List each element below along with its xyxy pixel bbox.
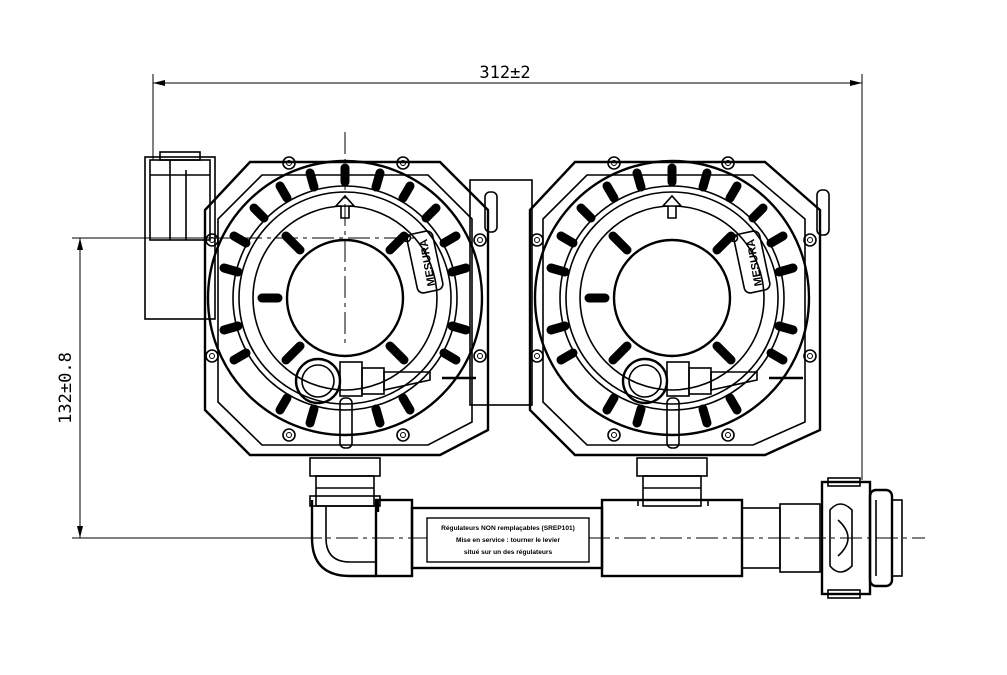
width-dimension: 312±2 [152,63,863,480]
right-regulator: MESURA [528,156,822,507]
plate-line-1: Régulateurs NON remplaçables (SREP101) [441,525,575,532]
height-dimension: 132±0.8 [56,237,310,539]
plate-line-2: Mise en service : tourner le levier [456,537,561,544]
right-brand-badge: MESURA [729,230,771,294]
width-dimension-label: 312±2 [479,63,530,83]
inlet-block [144,151,216,320]
left-brand-badge: MESURA [402,230,444,294]
plate-line-3: situé sur un des régulateurs [464,549,553,556]
left-regulator: MESURA [203,132,490,507]
outlet-coupling [820,477,903,599]
manifold-pipe [309,495,821,578]
height-dimension-label: 132±0.8 [56,352,76,424]
bridge-body [469,179,830,406]
label-plate: Régulateurs NON remplaçables (SREP101) M… [426,517,590,563]
